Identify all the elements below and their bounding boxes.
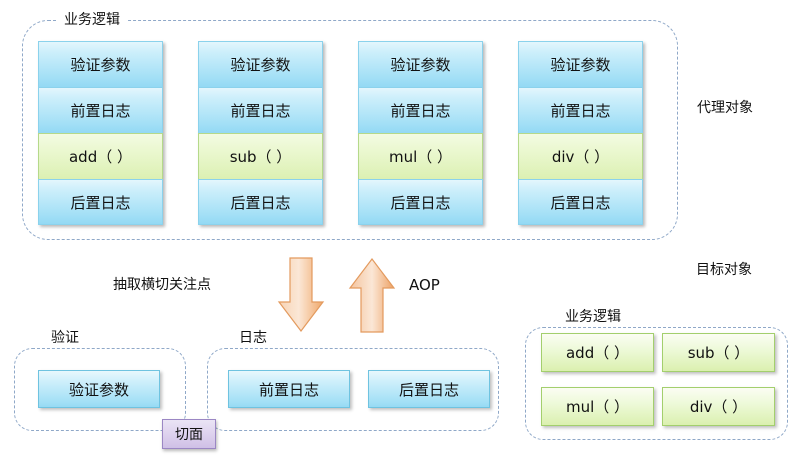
method-stack-sub: 验证参数 前置日志 sub（ ） 后置日志 bbox=[198, 41, 323, 225]
stack-cell: 前置日志 bbox=[198, 87, 323, 133]
target-method-div: div（ ） bbox=[662, 387, 775, 426]
target-method-add: add（ ） bbox=[541, 333, 654, 372]
target-group-label: 业务逻辑 bbox=[558, 309, 628, 325]
stack-cell: 验证参数 bbox=[518, 41, 643, 87]
target-object-heading: 目标对象 bbox=[696, 262, 752, 278]
stack-cell: div（ ） bbox=[518, 133, 643, 179]
target-method-mul: mul（ ） bbox=[541, 387, 654, 426]
stack-cell: 前置日志 bbox=[358, 87, 483, 133]
stack-cell: 后置日志 bbox=[38, 179, 163, 225]
validation-group bbox=[14, 348, 186, 431]
stack-cell: 后置日志 bbox=[518, 179, 643, 225]
stack-cell: 验证参数 bbox=[198, 41, 323, 87]
down-arrow-icon bbox=[277, 257, 325, 335]
log-group-label: 日志 bbox=[232, 330, 274, 346]
up-arrow-icon bbox=[348, 257, 396, 335]
stack-cell: 后置日志 bbox=[358, 179, 483, 225]
stack-cell: mul（ ） bbox=[358, 133, 483, 179]
stack-cell: 验证参数 bbox=[38, 41, 163, 87]
stack-cell: 前置日志 bbox=[518, 87, 643, 133]
extract-concerns-label: 抽取横切关注点 bbox=[113, 277, 211, 293]
stack-cell: 验证参数 bbox=[358, 41, 483, 87]
stack-cell: 前置日志 bbox=[38, 87, 163, 133]
stack-cell: sub（ ） bbox=[198, 133, 323, 179]
method-stack-mul: 验证参数 前置日志 mul（ ） 后置日志 bbox=[358, 41, 483, 225]
target-method-sub: sub（ ） bbox=[662, 333, 775, 372]
method-stack-add: 验证参数 前置日志 add（ ） 后置日志 bbox=[38, 41, 163, 225]
aspect-chip-validate-params: 验证参数 bbox=[38, 370, 160, 408]
aspect-chip-before-log: 前置日志 bbox=[228, 370, 350, 408]
stack-cell: 后置日志 bbox=[198, 179, 323, 225]
method-stack-div: 验证参数 前置日志 div（ ） 后置日志 bbox=[518, 41, 643, 225]
aspect-chip-after-log: 后置日志 bbox=[368, 370, 490, 408]
validation-group-label: 验证 bbox=[44, 330, 86, 346]
stack-cell: add（ ） bbox=[38, 133, 163, 179]
target-business-logic-group bbox=[525, 327, 788, 440]
aop-label: AOP bbox=[409, 276, 440, 294]
proxy-object-group bbox=[22, 20, 678, 240]
proxy-group-label: 业务逻辑 bbox=[57, 12, 127, 28]
proxy-object-heading: 代理对象 bbox=[697, 100, 753, 116]
aspect-badge: 切面 bbox=[162, 419, 216, 449]
log-group bbox=[207, 348, 499, 431]
